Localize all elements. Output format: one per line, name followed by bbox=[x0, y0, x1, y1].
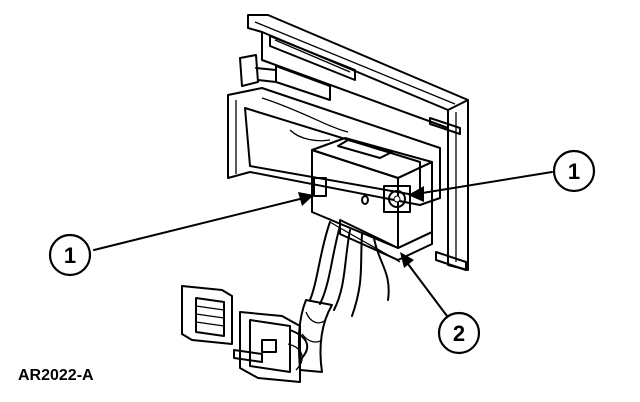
connector-assembly bbox=[181, 285, 309, 383]
arrowhead-right bbox=[408, 186, 424, 202]
wire-harness bbox=[297, 221, 401, 373]
frame-bracket bbox=[227, 87, 441, 206]
arrowhead-2 bbox=[400, 252, 414, 268]
arrowhead-left bbox=[298, 192, 314, 206]
callout-1-left: 1 bbox=[48, 233, 92, 277]
module-body bbox=[311, 137, 433, 261]
callout-1-left-label: 1 bbox=[64, 243, 76, 268]
callout-1-right-label: 1 bbox=[568, 159, 580, 184]
figure-code: AR2022-A bbox=[18, 367, 94, 384]
callout-1-right: 1 bbox=[552, 149, 596, 193]
top-latch bbox=[239, 54, 331, 101]
callout-2-label: 2 bbox=[453, 321, 465, 346]
callout-2: 2 bbox=[437, 311, 481, 355]
leader-lines bbox=[93, 171, 553, 321]
